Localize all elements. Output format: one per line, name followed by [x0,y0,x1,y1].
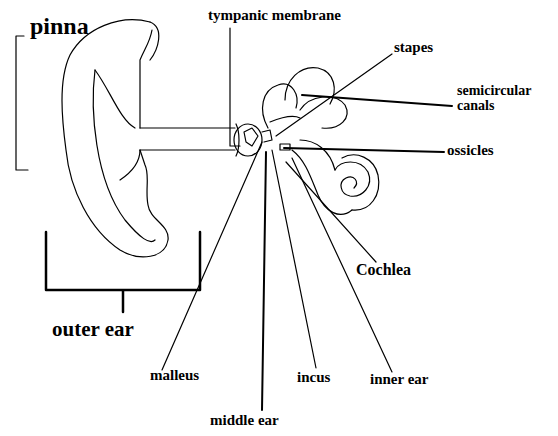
leader-line [284,148,444,152]
ear-canal [140,128,235,150]
part-label: stapes [394,40,464,56]
leader-line [262,152,266,410]
cochlea-spiral [335,162,370,196]
pinna-rim [150,22,159,60]
part-label: outer ear [52,318,182,340]
inner-ear-body [300,140,335,170]
leader-line [302,95,452,106]
leader-line [230,28,240,146]
leader-line [162,142,262,370]
part-label: incus [297,370,367,386]
eardrum [236,124,239,156]
ossicle-bones [262,130,272,142]
part-label: pinna [30,14,120,39]
canal-loop [263,84,297,128]
inner-ear-body [292,150,352,214]
outer-ear-bracket [46,232,200,312]
concha [140,30,152,128]
part-label: Cochlea [356,262,446,279]
leader-line [286,162,376,262]
canal-loop [285,68,334,104]
vestibule [270,116,300,122]
part-label: tympanic membrane [208,8,378,24]
cochlea-spiral [342,155,379,210]
leader-line [276,54,392,136]
ossicle-bones [244,128,258,146]
pinna-bracket [16,36,28,170]
canal-loop [300,97,347,128]
part-label: semicircular canals [457,84,557,113]
tragus [120,150,140,180]
part-label: middle ear [210,413,330,429]
part-label: ossicles [447,143,547,159]
helix-fold [95,70,135,128]
leader-line [272,150,316,368]
antihelix [93,70,155,242]
pinna-outline [62,20,168,257]
part-label: inner ear [370,372,470,388]
part-label: malleus [150,368,240,384]
